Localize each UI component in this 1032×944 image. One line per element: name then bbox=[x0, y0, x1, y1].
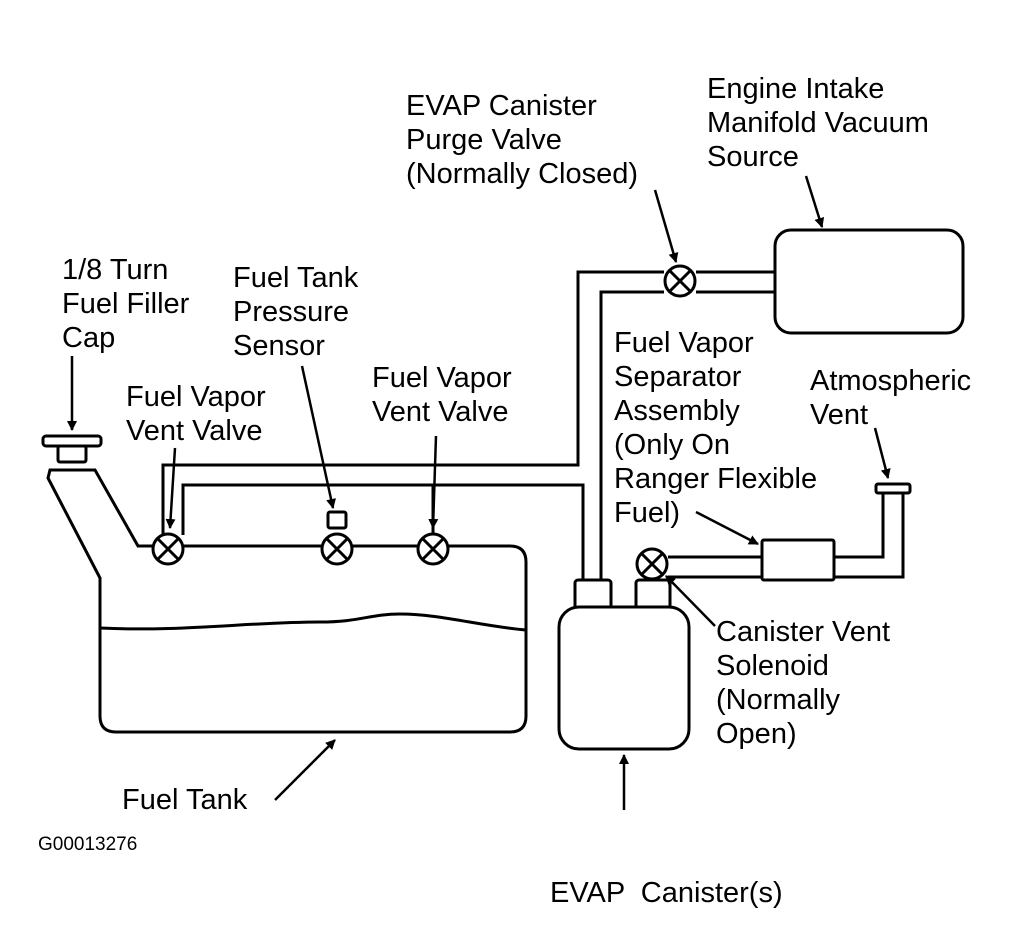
label-separator: Fuel Vapor Separator Assembly (Only On R… bbox=[614, 327, 818, 529]
arrow-vent-valve-left bbox=[165, 448, 175, 529]
label-vent-valve-left: Fuel Vapor Vent Valve bbox=[126, 381, 266, 447]
fuel-tank bbox=[48, 470, 526, 732]
fuel-vapor-vent-valve-right bbox=[418, 534, 448, 564]
arrow-vent-valve-right bbox=[428, 436, 439, 529]
fuel-level-line bbox=[100, 614, 526, 630]
canister-vent-lines bbox=[668, 490, 903, 577]
arrow-fuel-tank bbox=[275, 740, 335, 800]
leader-arrows bbox=[67, 176, 891, 810]
figure-code: G00013276 bbox=[38, 834, 138, 855]
label-atmospheric-vent: Atmospheric Vent bbox=[810, 365, 972, 431]
label-vent-valve-right: Fuel Vapor Vent Valve bbox=[372, 362, 512, 428]
label-evap-canister: EVAP Canister(s) bbox=[550, 877, 783, 909]
arrow-pressure-sensor bbox=[302, 366, 336, 509]
canister-vent-solenoid bbox=[637, 549, 667, 579]
fuel-vapor-vent-valve-left bbox=[153, 534, 183, 564]
label-vent-solenoid: Canister Vent Solenoid (Normally Open) bbox=[716, 616, 891, 750]
label-purge-valve: EVAP Canister Purge Valve (Normally Clos… bbox=[406, 90, 639, 190]
arrow-atmospheric-vent bbox=[875, 428, 891, 479]
arrow-vacuum-source bbox=[806, 176, 825, 228]
fuel-filler-cap bbox=[43, 436, 101, 462]
fuel-tank-pressure-sensor bbox=[322, 512, 352, 564]
evap-canister-purge-valve bbox=[665, 266, 695, 296]
arrow-separator bbox=[696, 512, 759, 544]
evap-canister bbox=[559, 580, 689, 749]
atmospheric-vent-cap bbox=[876, 484, 910, 493]
label-filler-cap: 1/8 Turn Fuel Filler Cap bbox=[62, 254, 190, 354]
arrow-vent-solenoid bbox=[666, 576, 715, 626]
label-vacuum-source: Engine Intake Manifold Vacuum Source bbox=[707, 73, 929, 173]
fuel-vapor-separator-assembly bbox=[762, 540, 834, 580]
label-pressure-sensor: Fuel Tank Pressure Sensor bbox=[233, 262, 359, 362]
arrow-purge-valve bbox=[655, 190, 679, 263]
label-fuel-tank: Fuel Tank bbox=[122, 784, 248, 816]
engine-intake-manifold-box bbox=[775, 230, 963, 333]
